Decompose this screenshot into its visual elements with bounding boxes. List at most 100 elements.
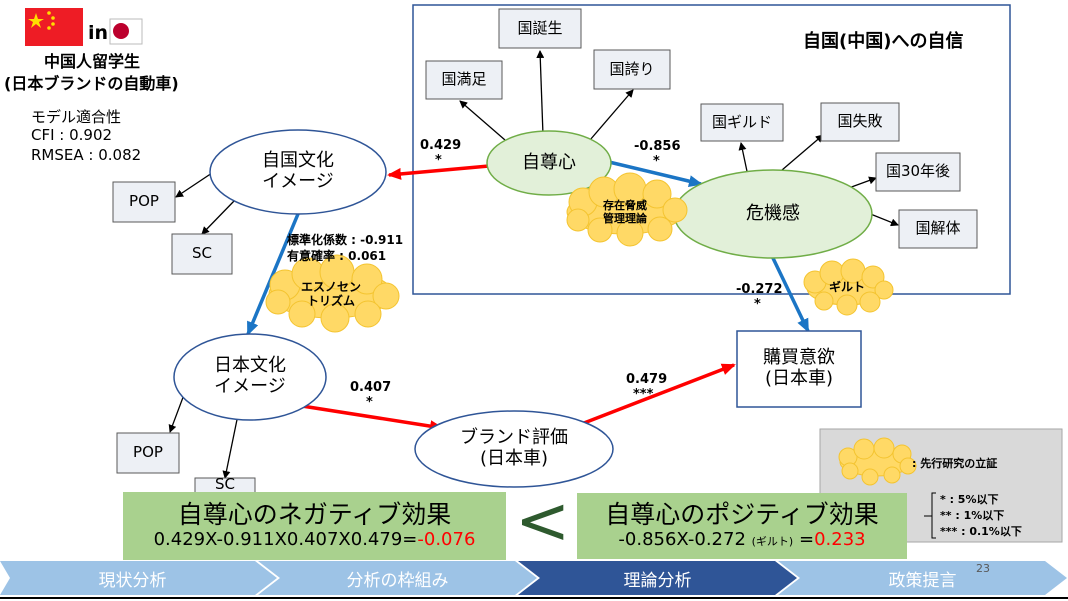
label-jikoku-line1: 自国文化 — [262, 150, 334, 172]
label-ethno-line1: エスノセン — [300, 280, 361, 295]
box-sc1 — [171, 233, 233, 275]
label-ethno: エスノセン トリズム — [283, 276, 379, 314]
label-brand-line1: ブランド評価 — [460, 427, 568, 449]
legend-cloud-icon — [838, 437, 917, 486]
node-nihon — [173, 333, 327, 421]
label-kuni-guild: 国ギルド — [711, 112, 772, 131]
coef-nihon-brand: 0.407 — [350, 380, 392, 395]
box-kuni-manzoku — [425, 60, 503, 100]
label-jikoku: 自国文化 イメージ — [218, 146, 378, 198]
sig-nihon-brand: * — [366, 395, 373, 410]
positive-effect-callout: 自尊心のポジティブ効果 -0.856X-0.272 (ギルト) =0.233 — [577, 493, 907, 559]
positive-result: 0.233 — [814, 528, 866, 550]
label-brand-line2: (日本車) — [479, 448, 549, 469]
legend-sig1: * : 5%以下 — [940, 493, 999, 506]
label-ethno-line2: トリズム — [306, 294, 355, 308]
box-kuni-tanjo — [498, 8, 582, 49]
negative-formula-text: 0.429X-0.911X0.407X0.479= — [153, 528, 418, 550]
label-kuni-shippai: 国失敗 — [837, 112, 883, 131]
path-kiki-kobai — [770, 255, 810, 333]
path-nihon-brand — [301, 404, 444, 433]
nav-item-seisaku[interactable]: 政策提言 — [888, 570, 957, 591]
label-kuni-tanjo: 国誕生 — [517, 18, 563, 37]
label-kuni-manzoku: 国満足 — [441, 70, 487, 89]
coef-jiso-jikoku: 0.429 — [420, 138, 462, 153]
node-jikoku — [209, 129, 387, 215]
fit-rmsea: RMSEA : 0.082 — [31, 146, 142, 164]
sig-jiso-jikoku: * — [435, 153, 442, 168]
box-kuni-hokori — [593, 49, 671, 90]
path-jiso-kiki — [608, 160, 703, 188]
cloud-guilt — [803, 258, 894, 316]
negative-effect-formula: 0.429X-0.911X0.407X0.479=-0.076 — [154, 529, 476, 551]
label-kuni-30: 国30年後 — [885, 162, 951, 181]
box-kuni-shippai — [820, 102, 900, 142]
coef-jikoku-nihon-1: 標準化係数 : -0.911 — [287, 233, 404, 247]
label-sonzai: 存在脅威 管理理論 — [580, 195, 670, 231]
coef-jiso-kiki: -0.856 — [634, 139, 681, 154]
self-confidence-panel — [412, 4, 1011, 295]
coef-kiki-kobai: -0.272 — [736, 282, 783, 297]
label-kiki: 危機感 — [746, 202, 800, 224]
page-number: 23 — [976, 562, 990, 575]
subject-line1: 中国人留学生 — [44, 52, 141, 71]
label-guilt: ギルト — [828, 280, 865, 295]
sig-jiso-kiki: * — [653, 154, 660, 169]
label-pop1: POP — [129, 192, 159, 211]
negative-effect-callout: 自尊心のネガティブ効果 0.429X-0.911X0.407X0.479=-0.… — [123, 492, 506, 560]
positive-effect-title: 自尊心のポジティブ効果 — [605, 500, 879, 530]
nav-item-riron[interactable]: 理論分析 — [623, 570, 692, 591]
fit-label: モデル適合性 — [31, 108, 122, 126]
box-pop1 — [112, 181, 176, 223]
nav-bar — [0, 561, 1067, 595]
nav-seg-2 — [518, 561, 797, 595]
positive-effect-formula: -0.856X-0.272 (ギルト) =0.233 — [618, 529, 865, 551]
sig-brand-kobai: *** — [633, 387, 654, 402]
nav-seg-1 — [258, 561, 537, 595]
negative-result: -0.076 — [417, 528, 476, 550]
label-nihon: 日本文化 イメージ — [176, 351, 324, 403]
box-pop2 — [116, 432, 180, 474]
label-kobai-line2: (日本車) — [764, 368, 834, 389]
box-kuni-30 — [875, 152, 961, 192]
positive-formula-eq: = — [798, 528, 815, 550]
node-brand — [414, 410, 614, 488]
label-nihon-line2: イメージ — [214, 376, 286, 397]
node-jiso — [486, 130, 612, 196]
subject-line2: (日本ブランドの自動車) — [4, 74, 179, 93]
negative-effect-title: 自尊心のネガティブ効果 — [177, 500, 452, 530]
legend-sig3: *** : 0.1%以下 — [940, 525, 1022, 538]
nav-seg-3 — [778, 561, 1067, 595]
label-sc2: SC — [215, 478, 235, 492]
nav-item-genjo[interactable]: 現状分析 — [98, 570, 167, 591]
label-kobai-line1: 購買意欲 — [763, 347, 835, 369]
nav-item-wakugumi[interactable]: 分析の枠組み — [346, 570, 449, 591]
in-label: in — [88, 22, 109, 44]
fit-cfi: CFI : 0.902 — [31, 126, 113, 144]
coef-jikoku-nihon-2: 有意確率 : 0.061 — [287, 249, 387, 263]
path-jikoku-nihon — [246, 213, 300, 336]
sig-kiki-kobai: * — [754, 297, 761, 312]
comparison-symbol: < — [515, 482, 571, 559]
coef-brand-kobai: 0.479 — [626, 372, 668, 387]
label-sonzai-line2: 管理理論 — [603, 212, 647, 225]
cloud-sonzai — [566, 172, 688, 247]
label-kobai: 購買意欲 (日本車) — [737, 343, 861, 395]
label-brand: ブランド評価 (日本車) — [420, 423, 608, 475]
label-kuni-hokori: 国誇り — [609, 59, 655, 78]
path-jiso-jikoku — [387, 164, 490, 180]
nav-seg-0 — [0, 561, 277, 595]
legend-cloud-label: : 先行研究の立証 — [912, 457, 998, 470]
box-kobai — [736, 330, 862, 408]
label-pop2: POP — [133, 443, 163, 462]
positive-formula-prefix: -0.856X-0.272 — [618, 528, 746, 550]
box-kuni-guild — [700, 103, 784, 142]
china-flag-icon — [25, 8, 83, 46]
japan-flag-icon — [109, 18, 143, 45]
legend-sig2: ** : 1%以下 — [940, 509, 1005, 522]
box-kuni-kaitai — [898, 209, 978, 249]
cloud-ethno — [265, 254, 400, 333]
label-jikoku-line2: イメージ — [262, 171, 334, 192]
label-sc1: SC — [192, 244, 212, 263]
label-jiso: 自尊心 — [522, 151, 576, 173]
